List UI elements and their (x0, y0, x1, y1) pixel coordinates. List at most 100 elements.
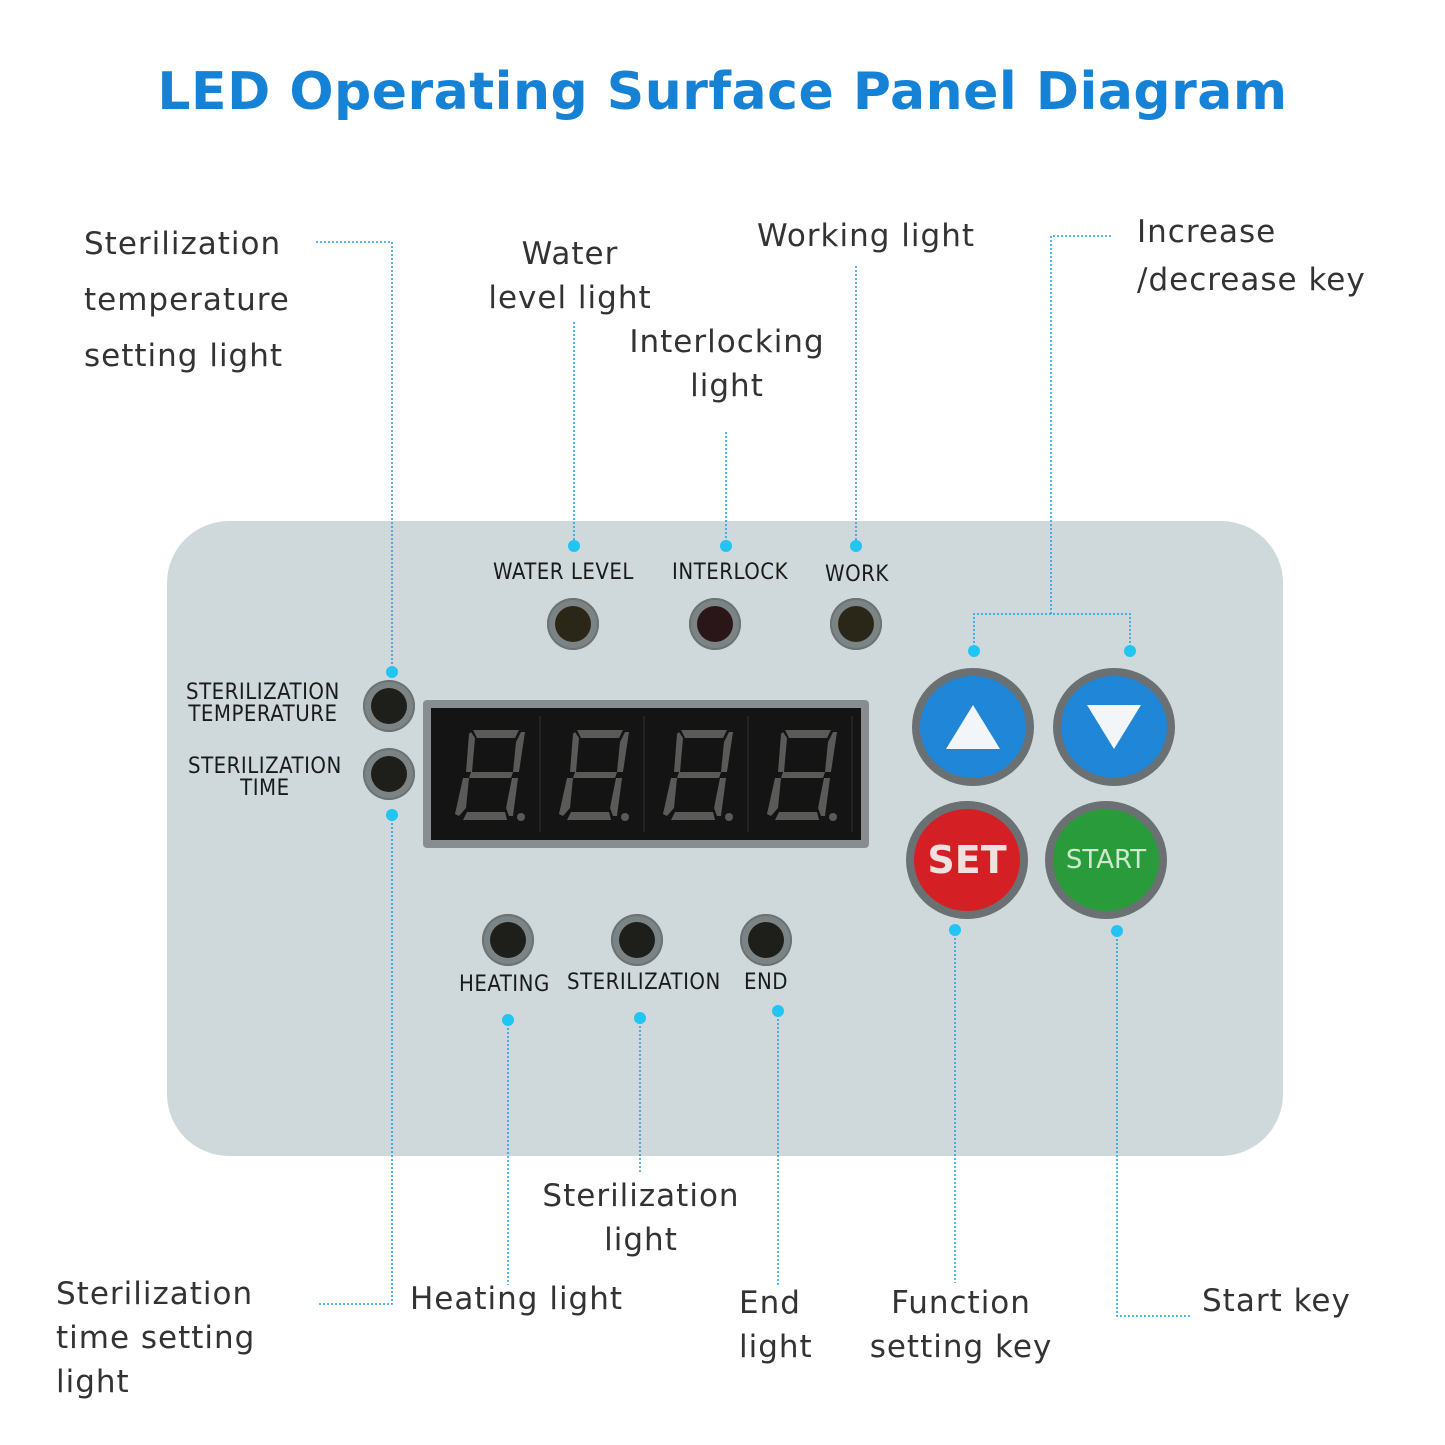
callout-water-level-light: Water level light (470, 232, 670, 320)
callout-line: light (690, 368, 764, 404)
callout-line: temperature (84, 282, 290, 318)
callout-line: /decrease key (1137, 262, 1366, 298)
digit-segment (721, 732, 733, 772)
callout-line: light (56, 1364, 130, 1400)
digit-segment (506, 778, 518, 816)
callout-sterilization-light: Sterilization light (530, 1174, 752, 1262)
digit-segment (455, 778, 469, 816)
callout-line: light (739, 1329, 813, 1365)
label-line: TEMPERATURE (188, 702, 338, 727)
leader-dot (502, 1014, 514, 1026)
digit-segment (778, 732, 787, 772)
start-button-label: START (1065, 845, 1147, 875)
water-level-led (547, 598, 599, 650)
digit-segment (775, 812, 819, 820)
end-label: END (744, 970, 789, 995)
seven-segment-display (423, 700, 869, 848)
water-level-label: WATER LEVEL (493, 560, 634, 585)
leader-line (973, 613, 1131, 651)
increase-button-face[interactable] (920, 676, 1026, 778)
label-line: STERILIZATION (186, 680, 340, 705)
triangle-down-icon (1087, 705, 1141, 749)
set-button-face[interactable]: SET (914, 809, 1020, 911)
callout-line: Working light (757, 218, 975, 254)
callout-start-key: Start key (1202, 1281, 1351, 1321)
callout-line: Heating light (410, 1281, 624, 1317)
sterilization-temperature-label: STERILIZATION TEMPERATURE (186, 682, 340, 726)
digit-segment (671, 812, 715, 820)
digit-segment (818, 778, 830, 816)
increase-button[interactable] (912, 668, 1034, 786)
work-led (830, 598, 882, 650)
digit-segment (785, 730, 831, 738)
set-button[interactable]: SET (906, 801, 1028, 919)
leader-dot (1124, 645, 1136, 657)
leader-dot (968, 645, 980, 657)
callout-heating-light: Heating light (410, 1279, 623, 1319)
digit-segment (573, 772, 617, 778)
callout-line: Interlocking (629, 324, 825, 360)
leader-line (318, 815, 393, 1305)
callout-line: time setting (56, 1320, 256, 1356)
leader-dot (720, 540, 732, 552)
digit-segment (681, 730, 727, 738)
decrease-button-face[interactable] (1061, 676, 1167, 778)
callout-line: Increase (1137, 214, 1277, 250)
end-led (740, 914, 792, 966)
callout-line: setting key (869, 1329, 1053, 1365)
interlock-led (689, 598, 741, 650)
digit-segment (469, 772, 513, 778)
digit-segment (473, 730, 519, 738)
callout-line: light (604, 1222, 678, 1258)
display-digit (543, 716, 645, 832)
digit-segment (825, 732, 837, 772)
digit-segment (610, 778, 622, 816)
digit-segment (674, 732, 683, 772)
digit-segment (663, 778, 677, 816)
sterilization-temperature-led (363, 680, 415, 732)
label-line: TIME (240, 776, 290, 801)
digit-segment (513, 732, 525, 772)
start-button-face[interactable]: START (1053, 809, 1159, 911)
sterilization-led (611, 914, 663, 966)
callout-line: End (739, 1285, 801, 1321)
callout-line: Water (521, 236, 619, 272)
callout-line: Sterilization (542, 1178, 740, 1214)
heating-led (482, 914, 534, 966)
start-button[interactable]: START (1045, 801, 1167, 919)
page-title: LED Operating Surface Panel Diagram (157, 62, 1288, 122)
digit-segment (567, 812, 611, 820)
decimal-point (621, 813, 629, 821)
digit-segment (577, 730, 623, 738)
digit-segment (463, 812, 507, 820)
callout-line: Function (891, 1285, 1031, 1321)
callout-sterilization-temperature-setting-light: Sterilization temperature setting light (84, 216, 290, 384)
sterilization-label: STERILIZATION (567, 970, 721, 995)
display-digit (439, 716, 541, 832)
digit-segment (559, 778, 573, 816)
leader-dot (634, 1012, 646, 1024)
callout-line: Sterilization (56, 1276, 254, 1312)
leader-dot (850, 540, 862, 552)
decimal-point (517, 813, 525, 821)
digit-segment (767, 778, 781, 816)
digit-segment (781, 772, 825, 778)
callout-working-light: Working light (757, 216, 975, 256)
work-label: WORK (825, 562, 889, 587)
leader-dot (772, 1005, 784, 1017)
leader-dot (568, 540, 580, 552)
callout-line: Sterilization (84, 226, 282, 262)
decrease-button[interactable] (1053, 668, 1175, 786)
callout-increase-decrease-key: Increase /decrease key (1137, 208, 1366, 304)
sterilization-time-led (363, 748, 415, 800)
display-screen (431, 708, 861, 840)
set-button-label: SET (927, 838, 1007, 882)
triangle-up-icon (946, 705, 1000, 749)
leader-dot (949, 924, 961, 936)
leader-dot (386, 666, 398, 678)
callout-sterilization-time-setting-light: Sterilization time setting light (56, 1272, 255, 1404)
digit-segment (714, 778, 726, 816)
decimal-point (829, 813, 837, 821)
label-line: STERILIZATION (188, 754, 342, 779)
